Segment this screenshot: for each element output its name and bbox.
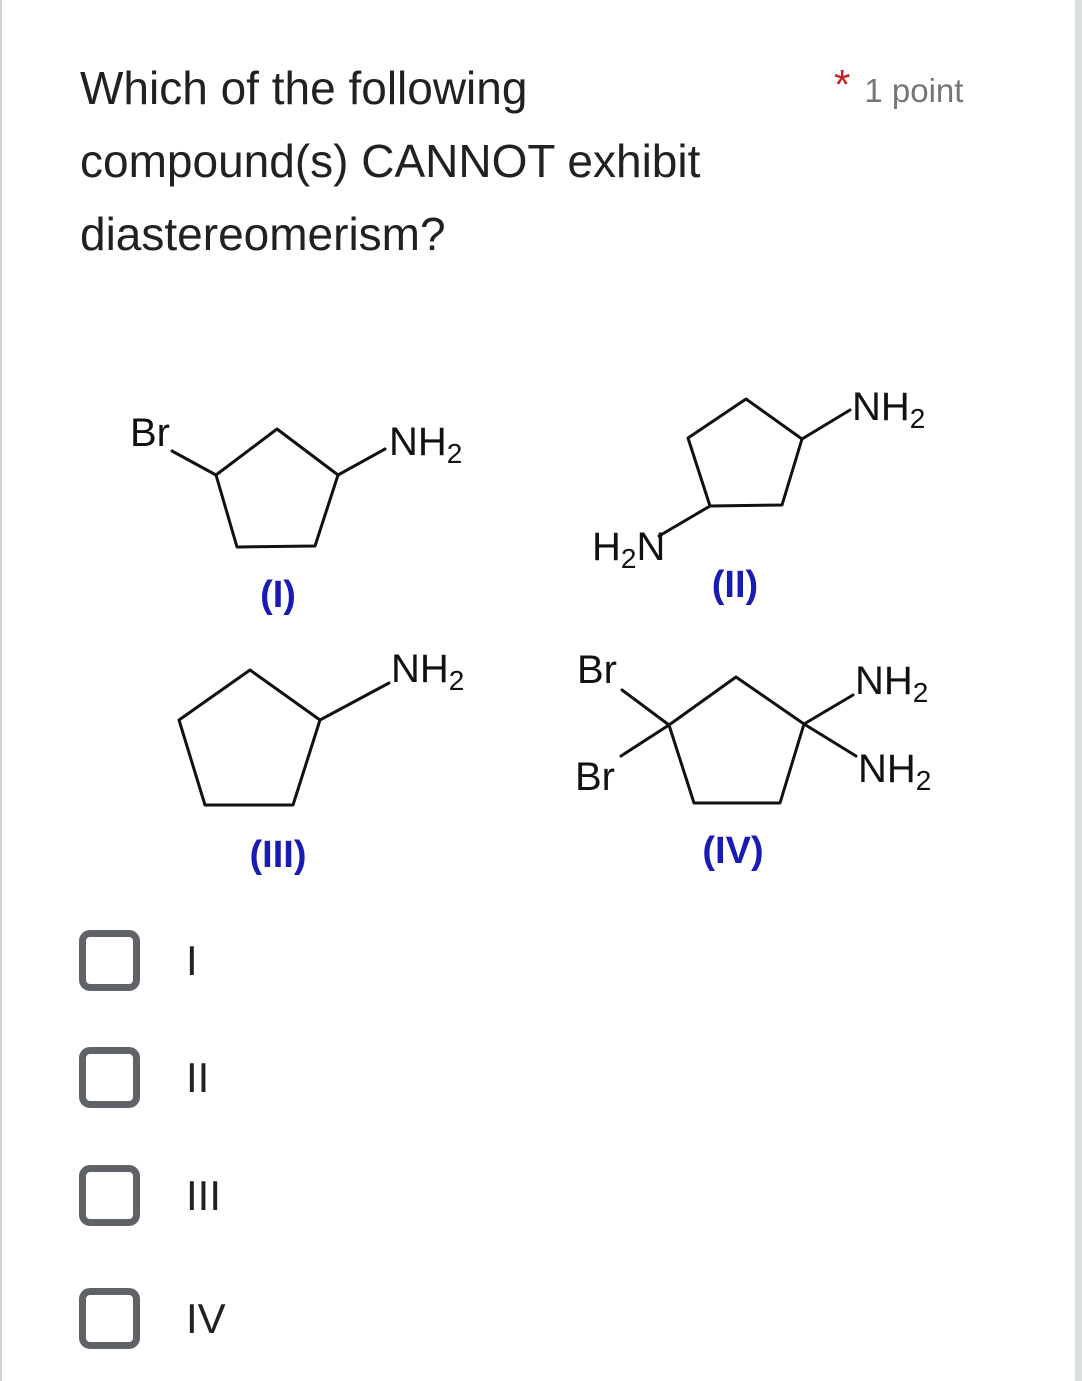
option-2-label[interactable]: II <box>186 1053 210 1101</box>
option-row-3[interactable]: III <box>79 1165 221 1226</box>
option-row-1[interactable]: I <box>79 930 198 991</box>
structure-1-nh2-label: NH2 <box>389 420 463 469</box>
structure-3-nh2-label: NH2 <box>391 647 465 696</box>
option-3-label[interactable]: III <box>186 1171 222 1219</box>
bond-4-br-top <box>620 688 671 727</box>
ring-structure-3 <box>177 668 322 807</box>
bond-3-nh2 <box>318 681 391 722</box>
bond-2-nh2 <box>800 408 852 441</box>
option-row-4[interactable]: IV <box>79 1288 226 1349</box>
bond-4-nh2-bottom <box>802 722 858 758</box>
structure-1-number: (I) <box>260 574 296 616</box>
structure-4-number: (IV) <box>702 830 764 872</box>
bond-1-br <box>170 449 218 477</box>
structure-4-nh2-bottom-label: NH2 <box>858 747 932 796</box>
ring-structure-4 <box>667 675 806 805</box>
bond-1-nh2 <box>336 447 387 477</box>
structure-3-number: (III) <box>249 834 307 876</box>
scrollbar-track[interactable] <box>1075 0 1082 1381</box>
ring-structure-1 <box>214 427 340 549</box>
checkbox-option-2[interactable] <box>79 1047 140 1108</box>
structure-2-h2n-label: H2N <box>592 525 666 574</box>
question-line-1: Which of the following <box>80 62 528 114</box>
structure-2-number: (II) <box>711 564 759 606</box>
structure-4-br-bottom-label: Br <box>575 755 615 799</box>
question-title: Which of the following compound(s) CANNO… <box>80 52 780 271</box>
card-left-border <box>0 0 2 1381</box>
structure-4-br-top-label: Br <box>577 648 617 692</box>
points-area: * 1 point <box>834 61 964 110</box>
question-line-2: compound(s) CANNOT exhibit <box>80 135 701 187</box>
checkbox-option-1[interactable] <box>79 930 140 991</box>
checkbox-option-4[interactable] <box>79 1288 140 1349</box>
structure-1-br-label: Br <box>130 411 170 455</box>
option-4-label[interactable]: IV <box>186 1294 226 1342</box>
option-1-label[interactable]: I <box>186 936 198 984</box>
bond-4-nh2-top <box>802 693 855 726</box>
checkbox-option-3[interactable] <box>79 1165 140 1226</box>
bond-4-br-bottom <box>619 723 671 758</box>
option-row-2[interactable]: II <box>79 1047 209 1108</box>
points-value: 1 point <box>864 72 964 109</box>
question-line-3: diastereomerism? <box>80 208 446 260</box>
structure-4-nh2-top-label: NH2 <box>855 659 929 708</box>
bond-2-h2n <box>657 504 712 538</box>
ring-structure-2 <box>686 397 804 508</box>
required-asterisk-icon: * <box>834 61 851 108</box>
structure-2-nh2-label: NH2 <box>852 385 926 434</box>
